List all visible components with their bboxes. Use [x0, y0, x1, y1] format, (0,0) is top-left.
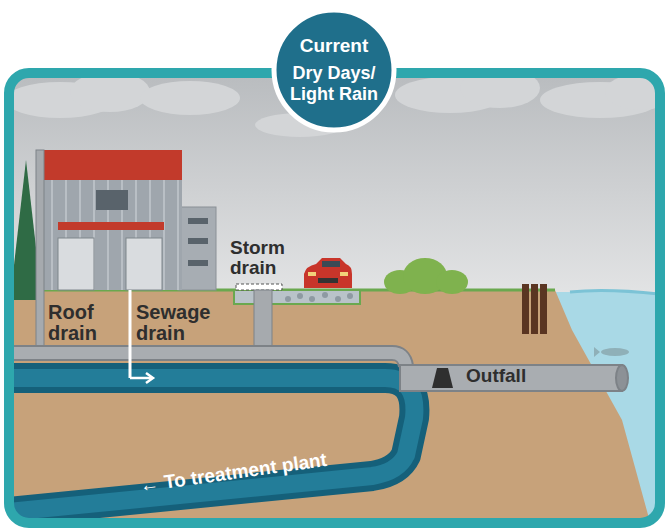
sewer-pipe	[10, 378, 414, 512]
roof-drain-label: Roof drain	[48, 302, 118, 344]
badge-circle: CurrentDry Days/ Light Rain	[270, 6, 398, 134]
fish	[594, 347, 629, 357]
storm-drain	[234, 284, 360, 354]
sewage-drain-label: Sewage drain	[136, 302, 236, 344]
outfall-label: Outfall	[466, 366, 526, 386]
roof-drain-pipe	[36, 150, 44, 355]
badge-heading: Current	[284, 35, 384, 57]
weir	[432, 368, 453, 388]
bushes	[384, 258, 468, 294]
car	[304, 258, 352, 288]
storm-drain-label: Storm drain	[230, 238, 306, 278]
badge-body: Dry Days/ Light Rain	[284, 63, 384, 104]
building	[38, 150, 216, 290]
storm-pipe	[10, 353, 628, 391]
pier-posts	[522, 284, 547, 334]
frame	[9, 73, 660, 523]
